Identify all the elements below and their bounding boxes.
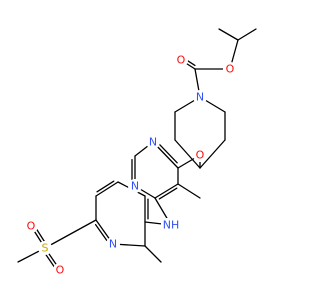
molecule-structure: O O N O N N NH N: [17, 28, 257, 277]
atom-label-o-ether: O: [196, 149, 205, 162]
bond-c6-c5: [154, 183, 179, 199]
bond-ch-me2: [237, 28, 257, 41]
atom-nh-amine: NH: [161, 218, 181, 232]
bond-sS-sO1: [34, 226, 47, 245]
atom-label-n-pyrimidine-left: N: [131, 180, 139, 193]
atom-label-layer: O O N O N N NH N: [24, 53, 237, 277]
bond-y5-y6: [95, 181, 119, 197]
bond-p3-o4: [199, 139, 226, 169]
atom-label-n-pyridine: N: [109, 238, 117, 251]
bond-s6-y1: [94, 223, 110, 244]
atom-n-pyridine: N: [106, 237, 120, 251]
atom-n-pyrimidine-left: N: [128, 179, 142, 193]
atom-label-n-piperidine: N: [196, 91, 204, 104]
bond-c6-c5: [158, 187, 178, 200]
bond-c4-n3: [157, 142, 178, 164]
atom-o-ester: O: [223, 62, 237, 76]
atom-label-o-sulfonyl-bottom: O: [56, 264, 65, 277]
bond-o4-p5: [174, 139, 201, 169]
bond-y5-y6: [96, 180, 115, 193]
atom-label-s-sulfonyl: S: [42, 242, 49, 255]
atom-n-pyrimidine-top: N: [146, 135, 160, 149]
bond-y2-meY: [144, 245, 162, 263]
atom-label-o-ester: O: [226, 63, 235, 76]
bond-sS-sO2: [43, 251, 57, 270]
atom-o-carbonyl: O: [174, 53, 188, 67]
atom-label-n-pyrimidine-top: N: [149, 136, 157, 149]
atom-label-o-carbonyl: O: [177, 54, 186, 67]
bond-s6-sS: [44, 219, 97, 249]
atom-label-o-sulfonyl-top: O: [27, 220, 36, 233]
bond-c5-m5: [177, 183, 201, 199]
atom-s-sulfonyl: S: [38, 241, 52, 255]
bond-layer: [17, 28, 257, 271]
atom-o-sulfonyl-top: O: [24, 219, 38, 233]
atom-o-ether: O: [193, 148, 207, 162]
atom-o-sulfonyl-bottom: O: [53, 263, 67, 277]
bond-me1-ch: [218, 28, 239, 41]
atom-label-nh-amine: NH: [163, 219, 180, 232]
atom-n-piperidine: N: [193, 90, 207, 104]
